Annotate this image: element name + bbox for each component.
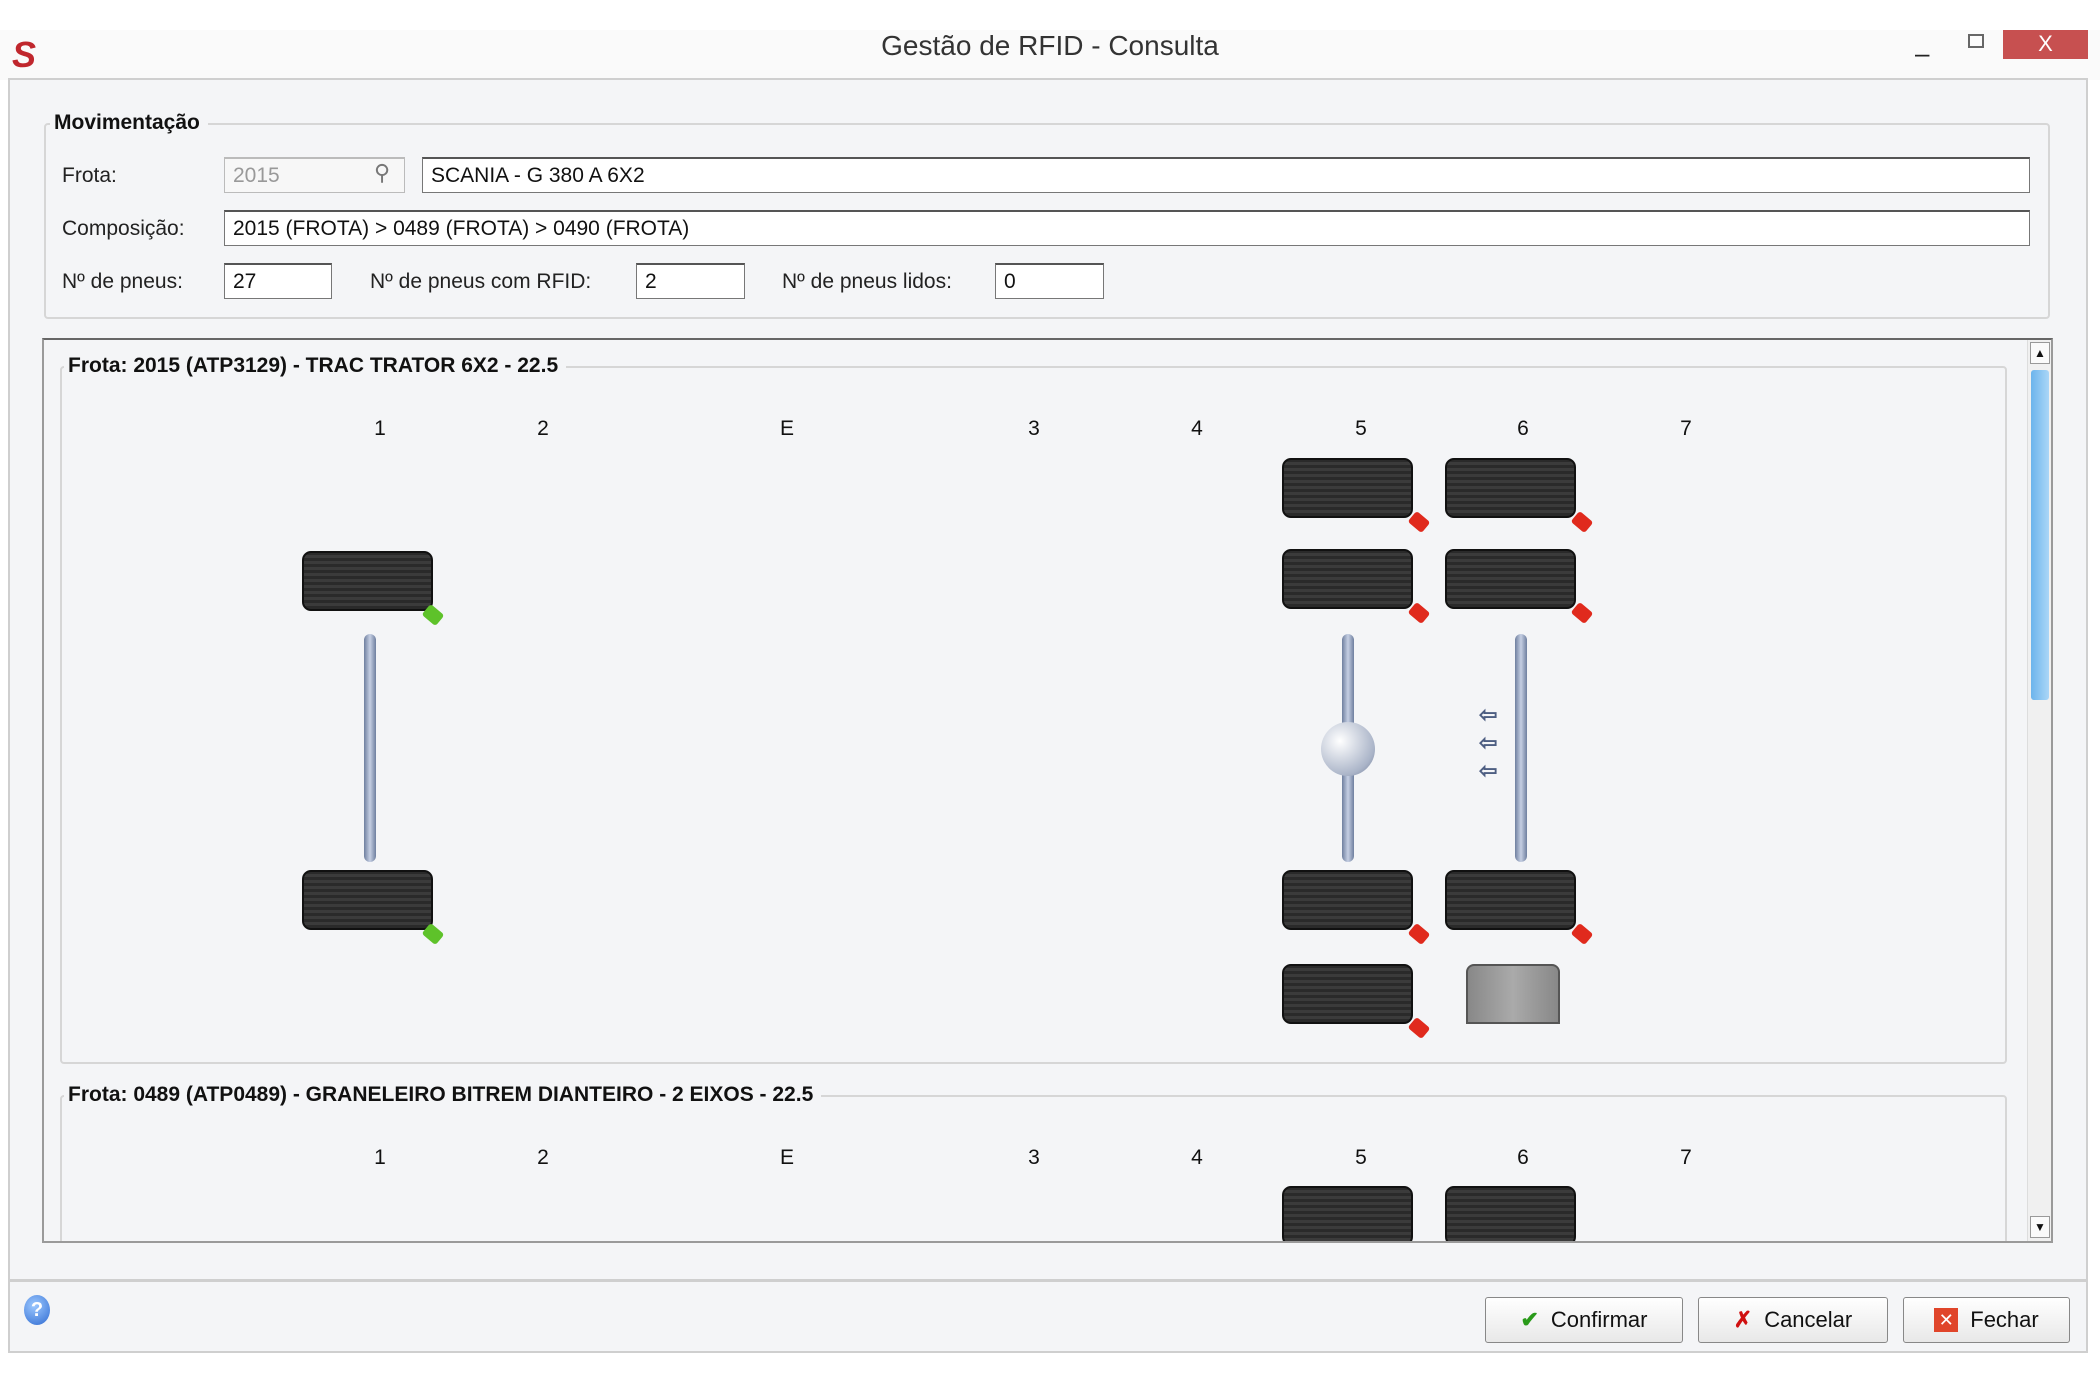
column-label: 1 <box>374 1146 386 1169</box>
help-icon[interactable]: ? <box>24 1295 50 1325</box>
column-label: 1 <box>374 417 386 440</box>
column-label: 2 <box>537 1146 549 1169</box>
search-icon[interactable]: ⚲ <box>374 160 391 185</box>
app-logo-icon: S <box>12 34 37 75</box>
empty-tire-slot[interactable] <box>1466 964 1560 1024</box>
vehicle-group-2 <box>60 1095 2007 1241</box>
composicao-label: Composição: <box>62 217 185 240</box>
tire[interactable] <box>1445 1186 1576 1241</box>
cancel-label: Cancelar <box>1764 1307 1853 1332</box>
tire[interactable] <box>302 551 433 611</box>
cancel-button[interactable]: ✗ Cancelar <box>1698 1297 1888 1343</box>
title-bar <box>0 30 2100 80</box>
tire[interactable] <box>1282 870 1413 930</box>
minimize-button[interactable]: – <box>1915 38 1930 68</box>
column-label: 5 <box>1355 1146 1367 1169</box>
vehicle-group-2-title: Frota: 0489 (ATP0489) - GRANELEIRO BITRE… <box>64 1083 822 1107</box>
window-close-button[interactable]: X <box>2003 30 2088 59</box>
window-title: Gestão de RFID - Consulta <box>881 30 1219 61</box>
column-label: 3 <box>1028 417 1040 440</box>
scrollbar-thumb[interactable] <box>2031 370 2049 700</box>
frota-description-field: SCANIA - G 380 A 6X2 <box>422 157 2030 193</box>
column-label: E <box>779 1146 794 1169</box>
lift-axle-icon <box>1515 634 1527 862</box>
arrow-left-icon: ⇦ <box>1479 702 1498 727</box>
movimentacao-group <box>44 123 2050 319</box>
column-label: 5 <box>1355 417 1367 440</box>
tire[interactable] <box>1445 870 1576 930</box>
differential-icon <box>1321 722 1375 776</box>
scroll-down-button[interactable]: ▼ <box>2030 1216 2050 1238</box>
close-x-icon: ✕ <box>1934 1308 1959 1332</box>
nrfid-field: 2 <box>636 263 745 299</box>
vehicle-scroll-panel[interactable]: Frota: 2015 (ATP3129) - TRAC TRATOR 6X2 … <box>42 338 2053 1243</box>
x-icon: ✗ <box>1733 1307 1753 1332</box>
arrow-left-icon: ⇦ <box>1479 730 1498 755</box>
nlidos-label: Nº de pneus lidos: <box>782 270 952 293</box>
column-label: 4 <box>1191 417 1203 440</box>
frota-code-value: 2015 <box>233 164 280 187</box>
column-label: 3 <box>1028 1146 1040 1169</box>
column-label: 4 <box>1191 1146 1203 1169</box>
tire[interactable] <box>1445 458 1576 518</box>
vehicle-group-1-title: Frota: 2015 (ATP3129) - TRAC TRATOR 6X2 … <box>64 354 567 378</box>
scroll-up-button[interactable]: ▲ <box>2030 342 2050 364</box>
footer-divider <box>10 1279 2086 1282</box>
vertical-scrollbar[interactable]: ▲ ▼ <box>2027 340 2051 1241</box>
nlidos-field: 0 <box>995 263 1104 299</box>
tire[interactable] <box>1282 458 1413 518</box>
tire[interactable] <box>1282 549 1413 609</box>
column-label: 6 <box>1517 1146 1529 1169</box>
arrow-left-icon: ⇦ <box>1479 758 1498 783</box>
composicao-field: 2015 (FROTA) > 0489 (FROTA) > 0490 (FROT… <box>224 210 2030 246</box>
npneus-label: Nº de pneus: <box>62 270 183 293</box>
column-label: 7 <box>1680 417 1692 440</box>
tire[interactable] <box>1282 964 1413 1024</box>
column-label: E <box>779 417 794 440</box>
close-label: Fechar <box>1970 1307 2039 1332</box>
confirm-button[interactable]: ✔ Confirmar <box>1485 1297 1683 1343</box>
tire[interactable] <box>1282 1186 1413 1241</box>
close-button[interactable]: ✕ Fechar <box>1903 1297 2070 1343</box>
tire[interactable] <box>1445 549 1576 609</box>
column-label: 6 <box>1517 417 1529 440</box>
column-label: 7 <box>1680 1146 1692 1169</box>
maximize-button[interactable] <box>1968 34 1984 48</box>
checkmark-icon: ✔ <box>1520 1307 1539 1332</box>
npneus-field: 27 <box>224 263 332 299</box>
column-label: 2 <box>537 417 549 440</box>
frota-label: Frota: <box>62 164 117 187</box>
nrfid-label: Nº de pneus com RFID: <box>370 270 592 293</box>
axle-icon <box>364 634 376 862</box>
tire[interactable] <box>302 870 433 930</box>
confirm-label: Confirmar <box>1550 1307 1648 1332</box>
movimentacao-title: Movimentação <box>50 111 208 135</box>
frota-code-input[interactable]: 2015 <box>224 157 405 193</box>
vehicle-group-1 <box>60 366 2007 1064</box>
